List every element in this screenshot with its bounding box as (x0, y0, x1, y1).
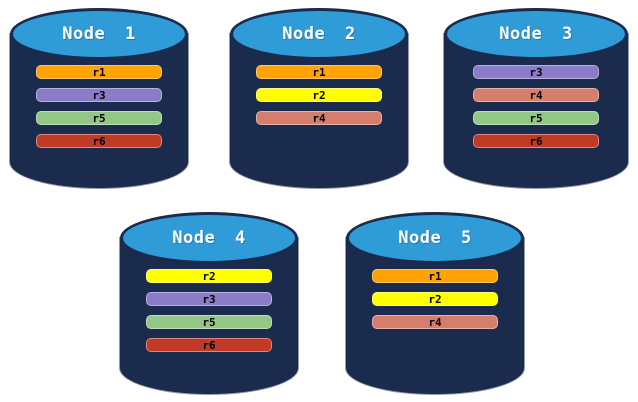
node-2-cylinder: Node 2 r1 r2 r4 (230, 8, 408, 188)
node-4-cylinder-top: Node 4 (120, 212, 298, 264)
record-bar: r6 (146, 338, 272, 352)
node-5-cylinder-top: Node 5 (346, 212, 524, 264)
node-1-records: r1 r3 r5 r6 (10, 65, 188, 148)
node-3-title: Node 3 (499, 24, 573, 44)
record-bar: r2 (146, 269, 272, 283)
node-5-cylinder: Node 5 r1 r2 r4 (346, 212, 524, 394)
record-bar: r6 (36, 134, 162, 148)
node-4-title: Node 4 (172, 228, 246, 248)
record-bar: r2 (256, 88, 382, 102)
node-3-cylinder: Node 3 r3 r4 r5 r6 (444, 8, 628, 188)
node-5-title: Node 5 (398, 228, 472, 248)
record-bar: r3 (473, 65, 599, 79)
node-1-title: Node 1 (62, 24, 136, 44)
record-bar: r1 (256, 65, 382, 79)
record-bar: r1 (36, 65, 162, 79)
record-bar: r5 (473, 111, 599, 125)
node-4-records: r2 r3 r5 r6 (120, 269, 298, 352)
node-5-records: r1 r2 r4 (346, 269, 524, 329)
node-2-title: Node 2 (282, 24, 356, 44)
node-2-cylinder-top: Node 2 (230, 8, 408, 60)
record-bar: r5 (36, 111, 162, 125)
record-bar: r1 (372, 269, 498, 283)
record-bar: r3 (146, 292, 272, 306)
node-2-records: r1 r2 r4 (230, 65, 408, 125)
node-3-records: r3 r4 r5 r6 (444, 65, 628, 148)
record-bar: r5 (146, 315, 272, 329)
record-bar: r4 (473, 88, 599, 102)
node-1-cylinder: Node 1 r1 r3 r5 r6 (10, 8, 188, 188)
node-3-cylinder-top: Node 3 (444, 8, 628, 60)
record-bar: r3 (36, 88, 162, 102)
record-bar: r2 (372, 292, 498, 306)
node-4-cylinder: Node 4 r2 r3 r5 r6 (120, 212, 298, 394)
record-bar: r6 (473, 134, 599, 148)
node-1-cylinder-top: Node 1 (10, 8, 188, 60)
record-bar: r4 (372, 315, 498, 329)
record-bar: r4 (256, 111, 382, 125)
